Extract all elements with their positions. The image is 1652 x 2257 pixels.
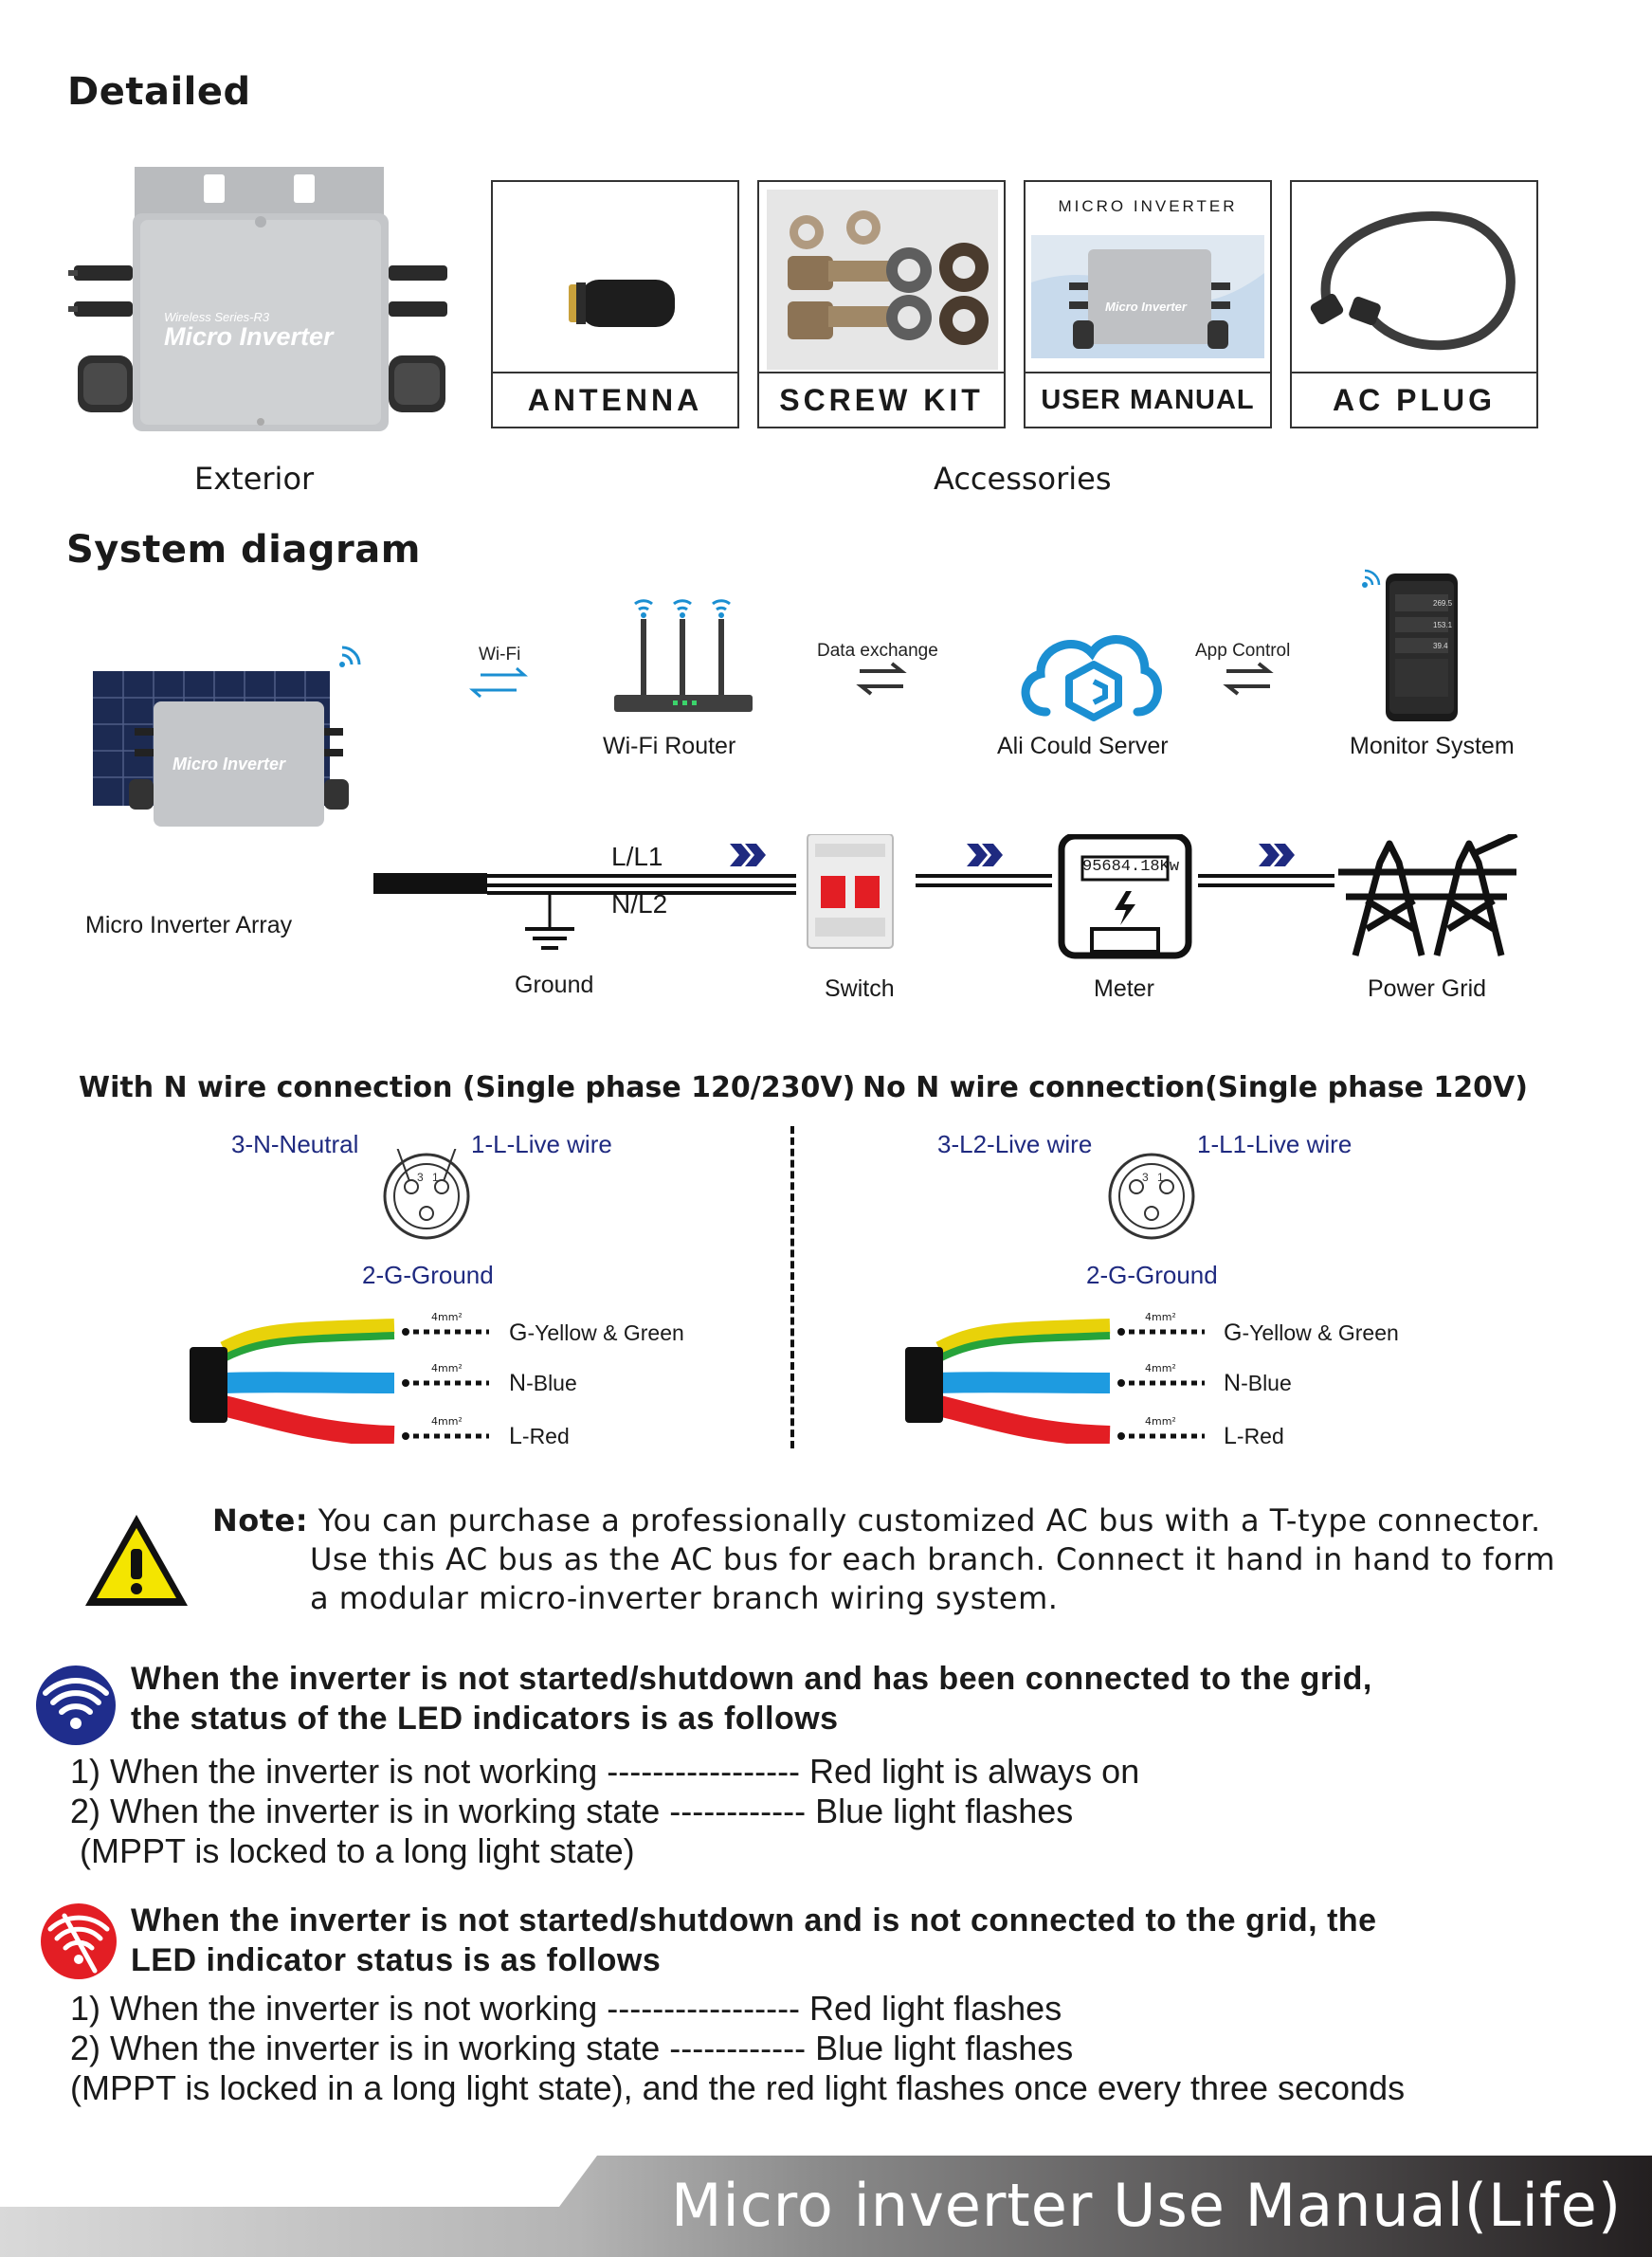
- line-l1-label: L/L1: [611, 842, 663, 871]
- product-series-text: Wireless Series-R3: [164, 310, 270, 324]
- led-disconnected-line-2: 2) When the inverter is in working state…: [70, 2029, 1074, 2067]
- svg-text:3: 3: [417, 1171, 424, 1184]
- footer-bar: Micro inverter Use Manual(Life): [0, 2156, 1652, 2257]
- user-manual-cover-title: MICRO INVERTER: [1058, 197, 1238, 215]
- left-wire-l-label: L-Red: [509, 1423, 570, 1449]
- svg-text:153.1: 153.1: [1433, 621, 1453, 629]
- accessory-ac-plug-label: AC PLUG: [1292, 372, 1536, 427]
- left-connector-pinout-icon: 3 1: [383, 1149, 470, 1240]
- note-block: Note: You can purchase a professionally …: [212, 1502, 1555, 1618]
- left-wire-g-label: G-Yellow & Green: [509, 1320, 684, 1346]
- wifi-connected-badge-icon: [36, 1665, 116, 1745]
- exterior-caption: Exterior: [194, 461, 315, 497]
- array-label: Micro Inverter Array: [85, 912, 293, 938]
- meter-reading: 95684.18Kw: [1082, 858, 1180, 876]
- accessory-antenna-label: ANTENNA: [493, 372, 737, 427]
- power-line-diagram: [373, 834, 1518, 959]
- led-connected-line-2: 2) When the inverter is in working state…: [70, 1792, 1074, 1830]
- data-exchange-arrow-icon: [856, 662, 907, 696]
- footer-title: Micro inverter Use Manual(Life): [671, 2171, 1623, 2240]
- user-manual-cover-image: Micro Inverter: [1031, 235, 1264, 358]
- wifi-router-icon: [614, 599, 753, 712]
- array-wifi-icon: [339, 646, 361, 667]
- line-n-l2-label: N/L2: [611, 889, 668, 919]
- micro-inverter-array-image: Micro Inverter: [85, 637, 360, 836]
- led-disconnected-line-1: 1) When the inverter is not working ----…: [70, 1989, 1062, 2028]
- meter-label: Meter: [1094, 975, 1154, 1002]
- right-wire-l-label: L-Red: [1224, 1423, 1284, 1449]
- wifi-disconnected-badge-icon: [41, 1903, 117, 1979]
- left-wire-n-size: 4mm²: [431, 1362, 463, 1374]
- left-wire-n-label: N-Blue: [509, 1370, 577, 1396]
- note-label: Note:: [212, 1502, 309, 1538]
- accessory-screw-kit-label: SCREW KIT: [759, 372, 1004, 427]
- accessory-user-manual-label: USER MANUAL: [1026, 372, 1270, 427]
- note-line-1: You can purchase a professionally custom…: [318, 1502, 1541, 1538]
- accessory-user-manual: MICRO INVERTER Micro Inverter USER MANUA…: [1024, 180, 1272, 428]
- cloud-server-label: Ali Could Server: [997, 733, 1169, 759]
- left-wire-l-size: 4mm²: [431, 1415, 463, 1428]
- note-line-3: a modular micro-inverter branch wiring s…: [310, 1580, 1059, 1616]
- right-wire-n-label: N-Blue: [1224, 1370, 1292, 1396]
- svg-text:1: 1: [1157, 1171, 1164, 1184]
- power-grid-label: Power Grid: [1368, 975, 1487, 1002]
- right-wire-l-size: 4mm²: [1145, 1415, 1176, 1428]
- screw-kit-icon: [767, 190, 998, 370]
- right-pin3-label: 3-L2-Live wire: [937, 1130, 1093, 1158]
- warning-icon: [85, 1515, 188, 1606]
- right-wire-n-size: 4mm²: [1145, 1362, 1176, 1374]
- led-connected-line-1: 1) When the inverter is not working ----…: [70, 1752, 1140, 1791]
- led-connected-list: 1) When the inverter is not working ----…: [70, 1752, 1139, 1871]
- led-disconnected-heading: When the inverter is not started/shutdow…: [131, 1902, 1377, 1978]
- monitor-phone-icon: 269.5 153.1 39.4: [1362, 569, 1458, 721]
- accessory-ac-plug: AC PLUG: [1290, 180, 1538, 428]
- wiring-divider: [790, 1126, 794, 1448]
- system-diagram-heading: System diagram: [66, 528, 421, 572]
- led-connected-line-3: (MPPT is locked to a long light state): [70, 1831, 635, 1870]
- svg-text:1: 1: [432, 1171, 439, 1184]
- product-name-text: Micro Inverter: [164, 322, 334, 351]
- ground-label: Ground: [515, 972, 594, 998]
- antenna-icon: [569, 280, 675, 327]
- exterior-product-image: Wireless Series-R3 Micro Inverter: [66, 161, 455, 446]
- left-wire-g-size: 4mm²: [431, 1311, 463, 1323]
- monitor-system-label: Monitor System: [1350, 733, 1515, 759]
- data-exchange-label: Data exchange: [817, 641, 938, 661]
- app-control-label: App Control: [1195, 641, 1291, 661]
- left-pin1-label: 1-L-Live wire: [471, 1130, 612, 1158]
- right-pin1-label: 1-L1-Live wire: [1197, 1130, 1352, 1158]
- svg-text:3: 3: [1142, 1171, 1149, 1184]
- switch-label: Switch: [825, 975, 895, 1002]
- accessory-antenna: ANTENNA: [491, 180, 739, 428]
- svg-text:269.5: 269.5: [1433, 599, 1453, 608]
- left-pin3-label: 3-N-Neutral: [231, 1130, 359, 1158]
- right-connector-pinout-icon: 3 1: [1108, 1153, 1195, 1240]
- accessories-caption: Accessories: [934, 461, 1112, 497]
- wifi-router-label: Wi-Fi Router: [603, 733, 736, 759]
- wifi-bidirectional-arrow-icon: [469, 666, 528, 699]
- right-wire-g-size: 4mm²: [1145, 1311, 1176, 1323]
- left-pin2-label: 2-G-Ground: [362, 1261, 494, 1289]
- wiring-right-title: No N wire connection(Single phase 120V): [862, 1071, 1528, 1104]
- svg-text:39.4: 39.4: [1433, 642, 1448, 650]
- wiring-left-title: With N wire connection (Single phase 120…: [79, 1071, 856, 1104]
- led-disconnected-list: 1) When the inverter is not working ----…: [70, 1989, 1405, 2108]
- detailed-heading: Detailed: [67, 70, 251, 114]
- ac-plug-icon: [1310, 211, 1516, 351]
- cloud-server-icon: [1021, 635, 1162, 721]
- left-cable-icon: [190, 1319, 489, 1444]
- accessory-screw-kit: SCREW KIT: [757, 180, 1006, 428]
- note-line-2: Use this AC bus as the AC bus for each b…: [310, 1541, 1555, 1577]
- svg-text:Micro Inverter: Micro Inverter: [1105, 300, 1188, 314]
- led-disconnected-line-3: (MPPT is locked in a long light state), …: [70, 2068, 1406, 2107]
- led-connected-heading: When the inverter is not started/shutdow…: [131, 1661, 1372, 1737]
- svg-text:Micro Inverter: Micro Inverter: [172, 755, 286, 774]
- app-control-arrow-icon: [1223, 662, 1274, 696]
- wifi-link-label: Wi-Fi: [479, 645, 521, 664]
- right-pin2-label: 2-G-Ground: [1086, 1261, 1218, 1289]
- right-wire-g-label: G-Yellow & Green: [1224, 1320, 1399, 1346]
- right-cable-icon: [905, 1319, 1205, 1444]
